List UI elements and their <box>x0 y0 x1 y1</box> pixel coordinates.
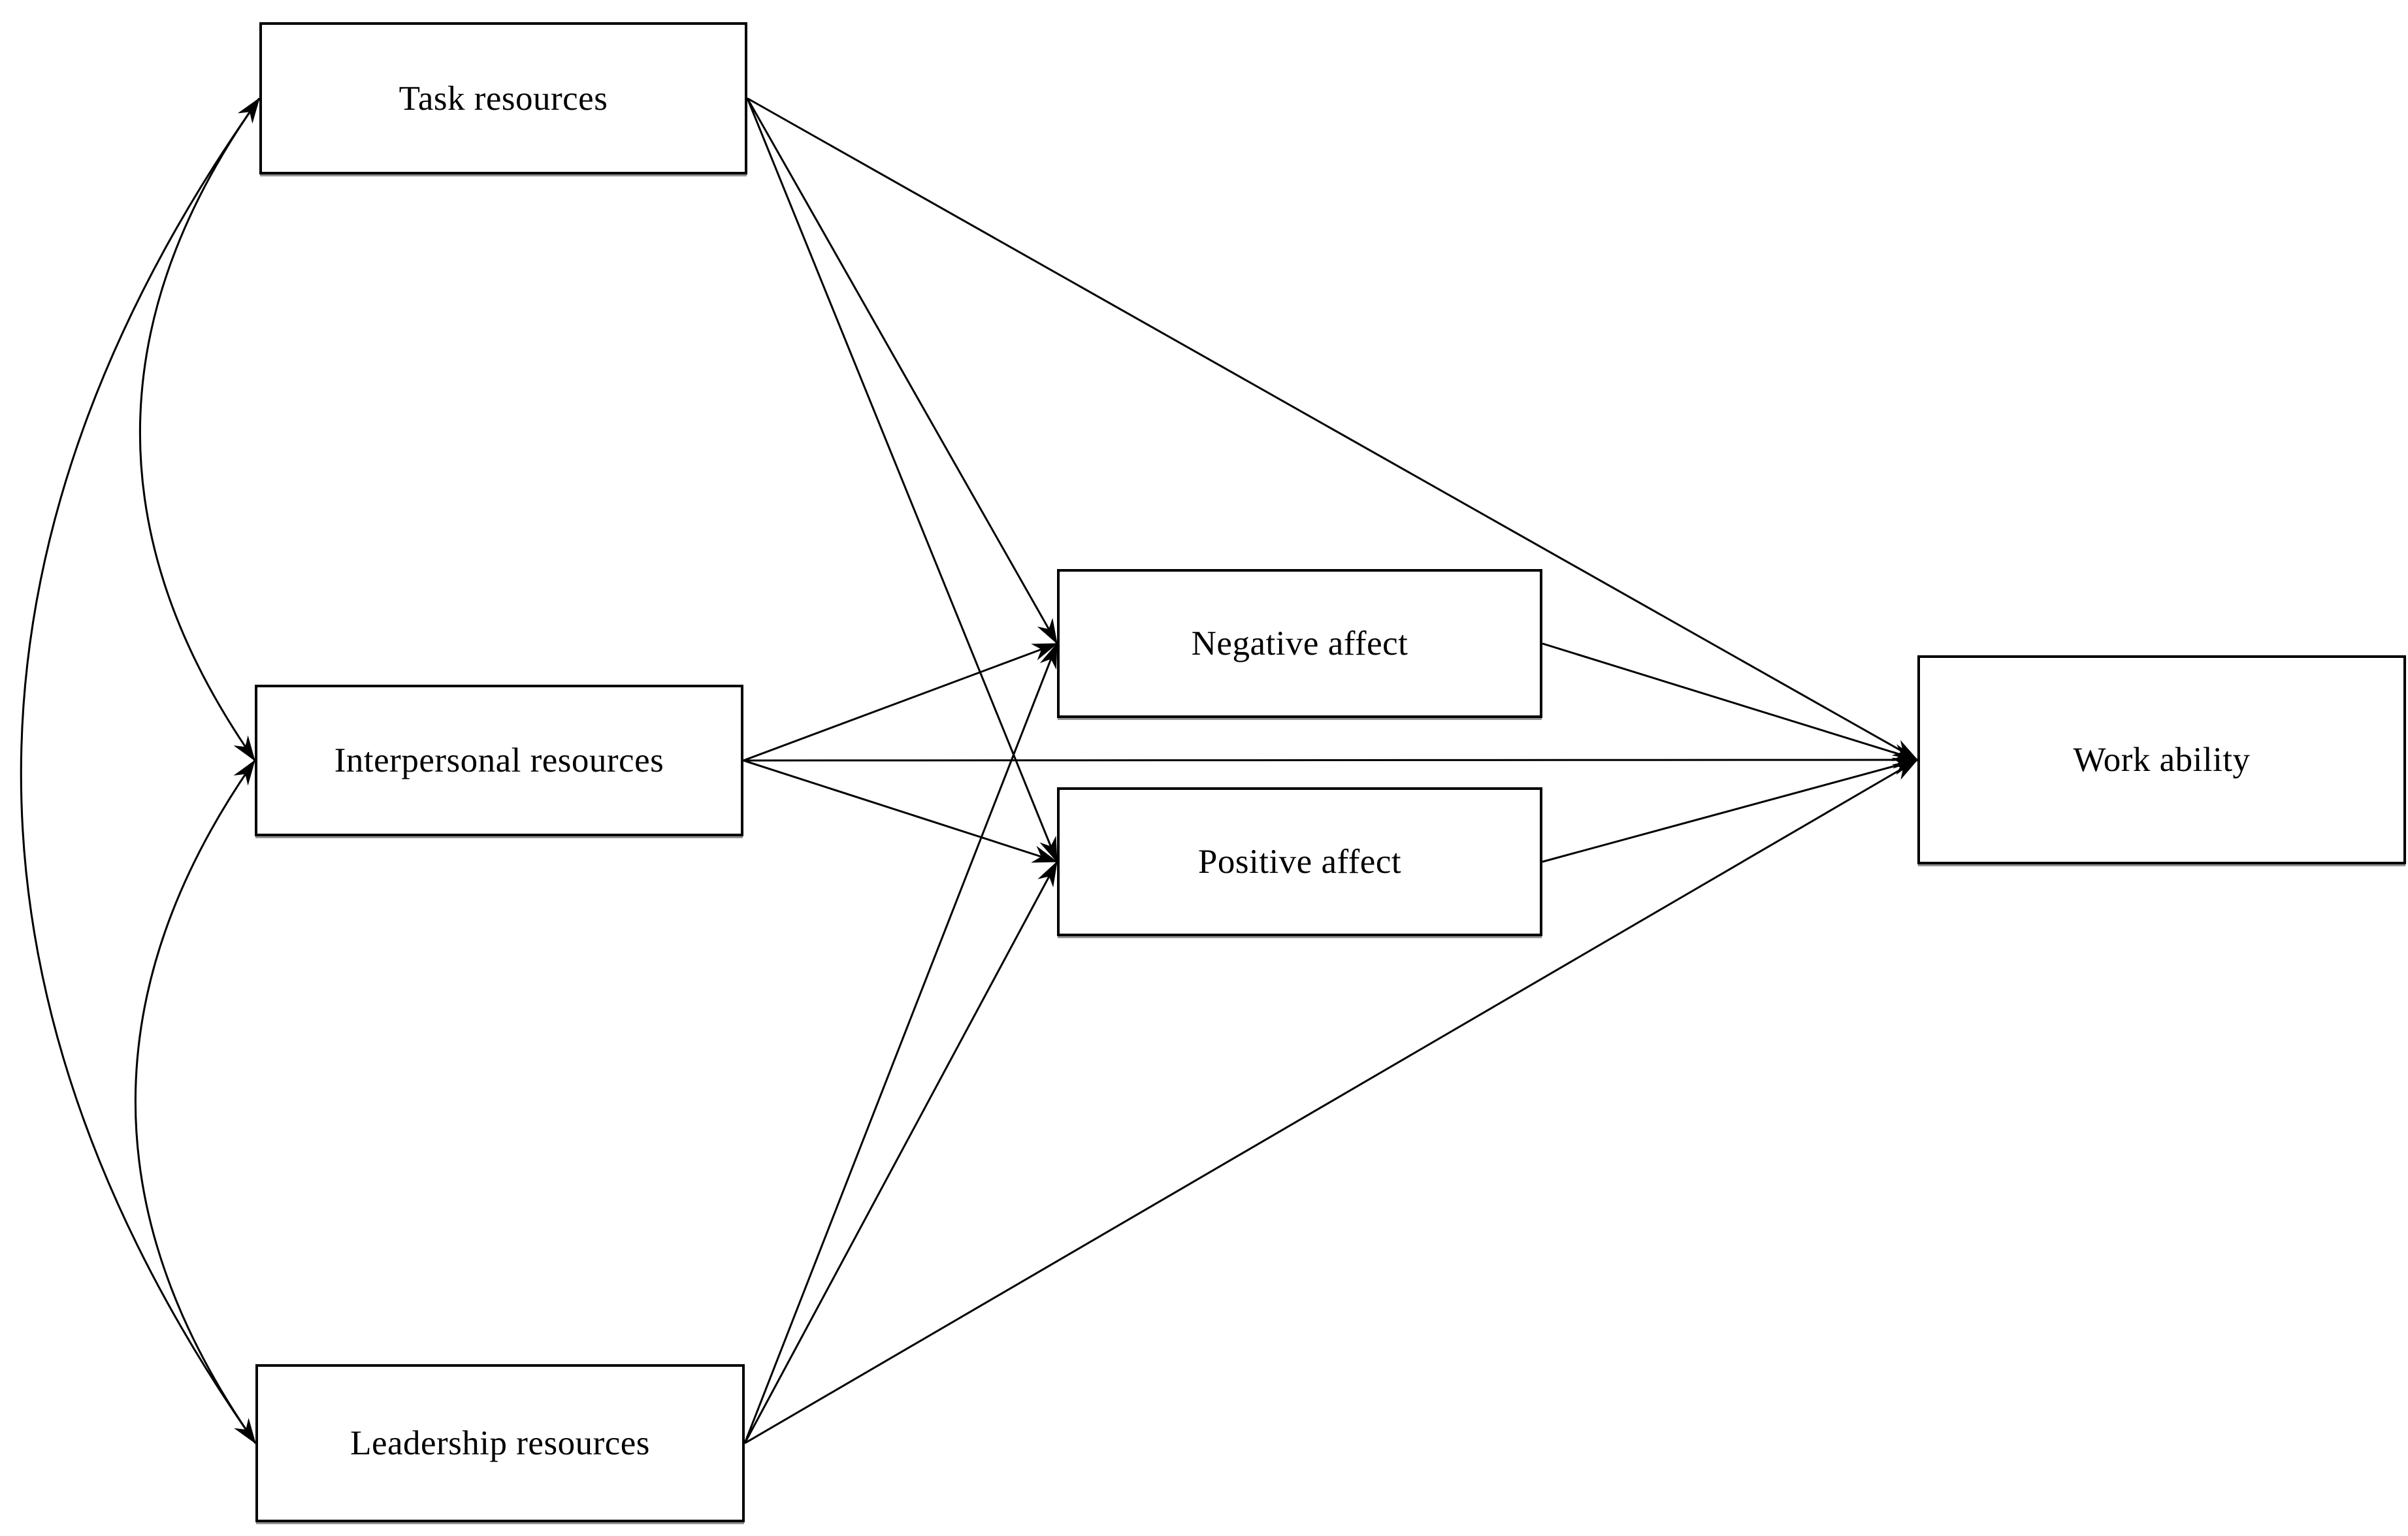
node-task-resources: Task resources <box>259 22 747 174</box>
node-label: Work ability <box>2073 741 2251 779</box>
edge-negative_affect-work_ability <box>1542 642 1919 761</box>
node-label: Task resources <box>399 79 608 118</box>
edge-interpersonal_resources-positive_affect <box>743 759 1058 863</box>
edge-task_resources-work_ability <box>747 97 1919 761</box>
edge-leadership_resources-work_ability <box>744 759 1919 1445</box>
node-interpersonal-resources: Interpersonal resources <box>255 685 743 836</box>
node-leadership-resources: Leadership resources <box>255 1364 745 1522</box>
node-label: Negative affect <box>1191 625 1408 662</box>
edge-task_resources-positive_affect <box>746 97 1058 863</box>
node-label: Positive affect <box>1197 843 1402 881</box>
node-label: Interpersonal resources <box>334 742 664 779</box>
edge-positive_affect-work_ability <box>1542 757 1919 863</box>
edge-task_resources-leadership_resources <box>20 97 261 1445</box>
edge-leadership_resources-negative_affect <box>743 642 1058 1444</box>
edge-interpersonal_resources-negative_affect <box>743 642 1058 762</box>
edge-interpersonal_resources-leadership_resources <box>135 759 257 1445</box>
node-work-ability: Work ability <box>1917 655 2406 864</box>
node-negative-affect: Negative affect <box>1057 569 1542 718</box>
node-label: Leadership resources <box>350 1424 650 1462</box>
edge-leadership_resources-positive_affect <box>743 860 1058 1444</box>
node-positive-affect: Positive affect <box>1057 787 1542 936</box>
edge-task_resources-interpersonal_resources <box>138 97 261 762</box>
edge-task_resources-negative_affect <box>746 97 1058 645</box>
